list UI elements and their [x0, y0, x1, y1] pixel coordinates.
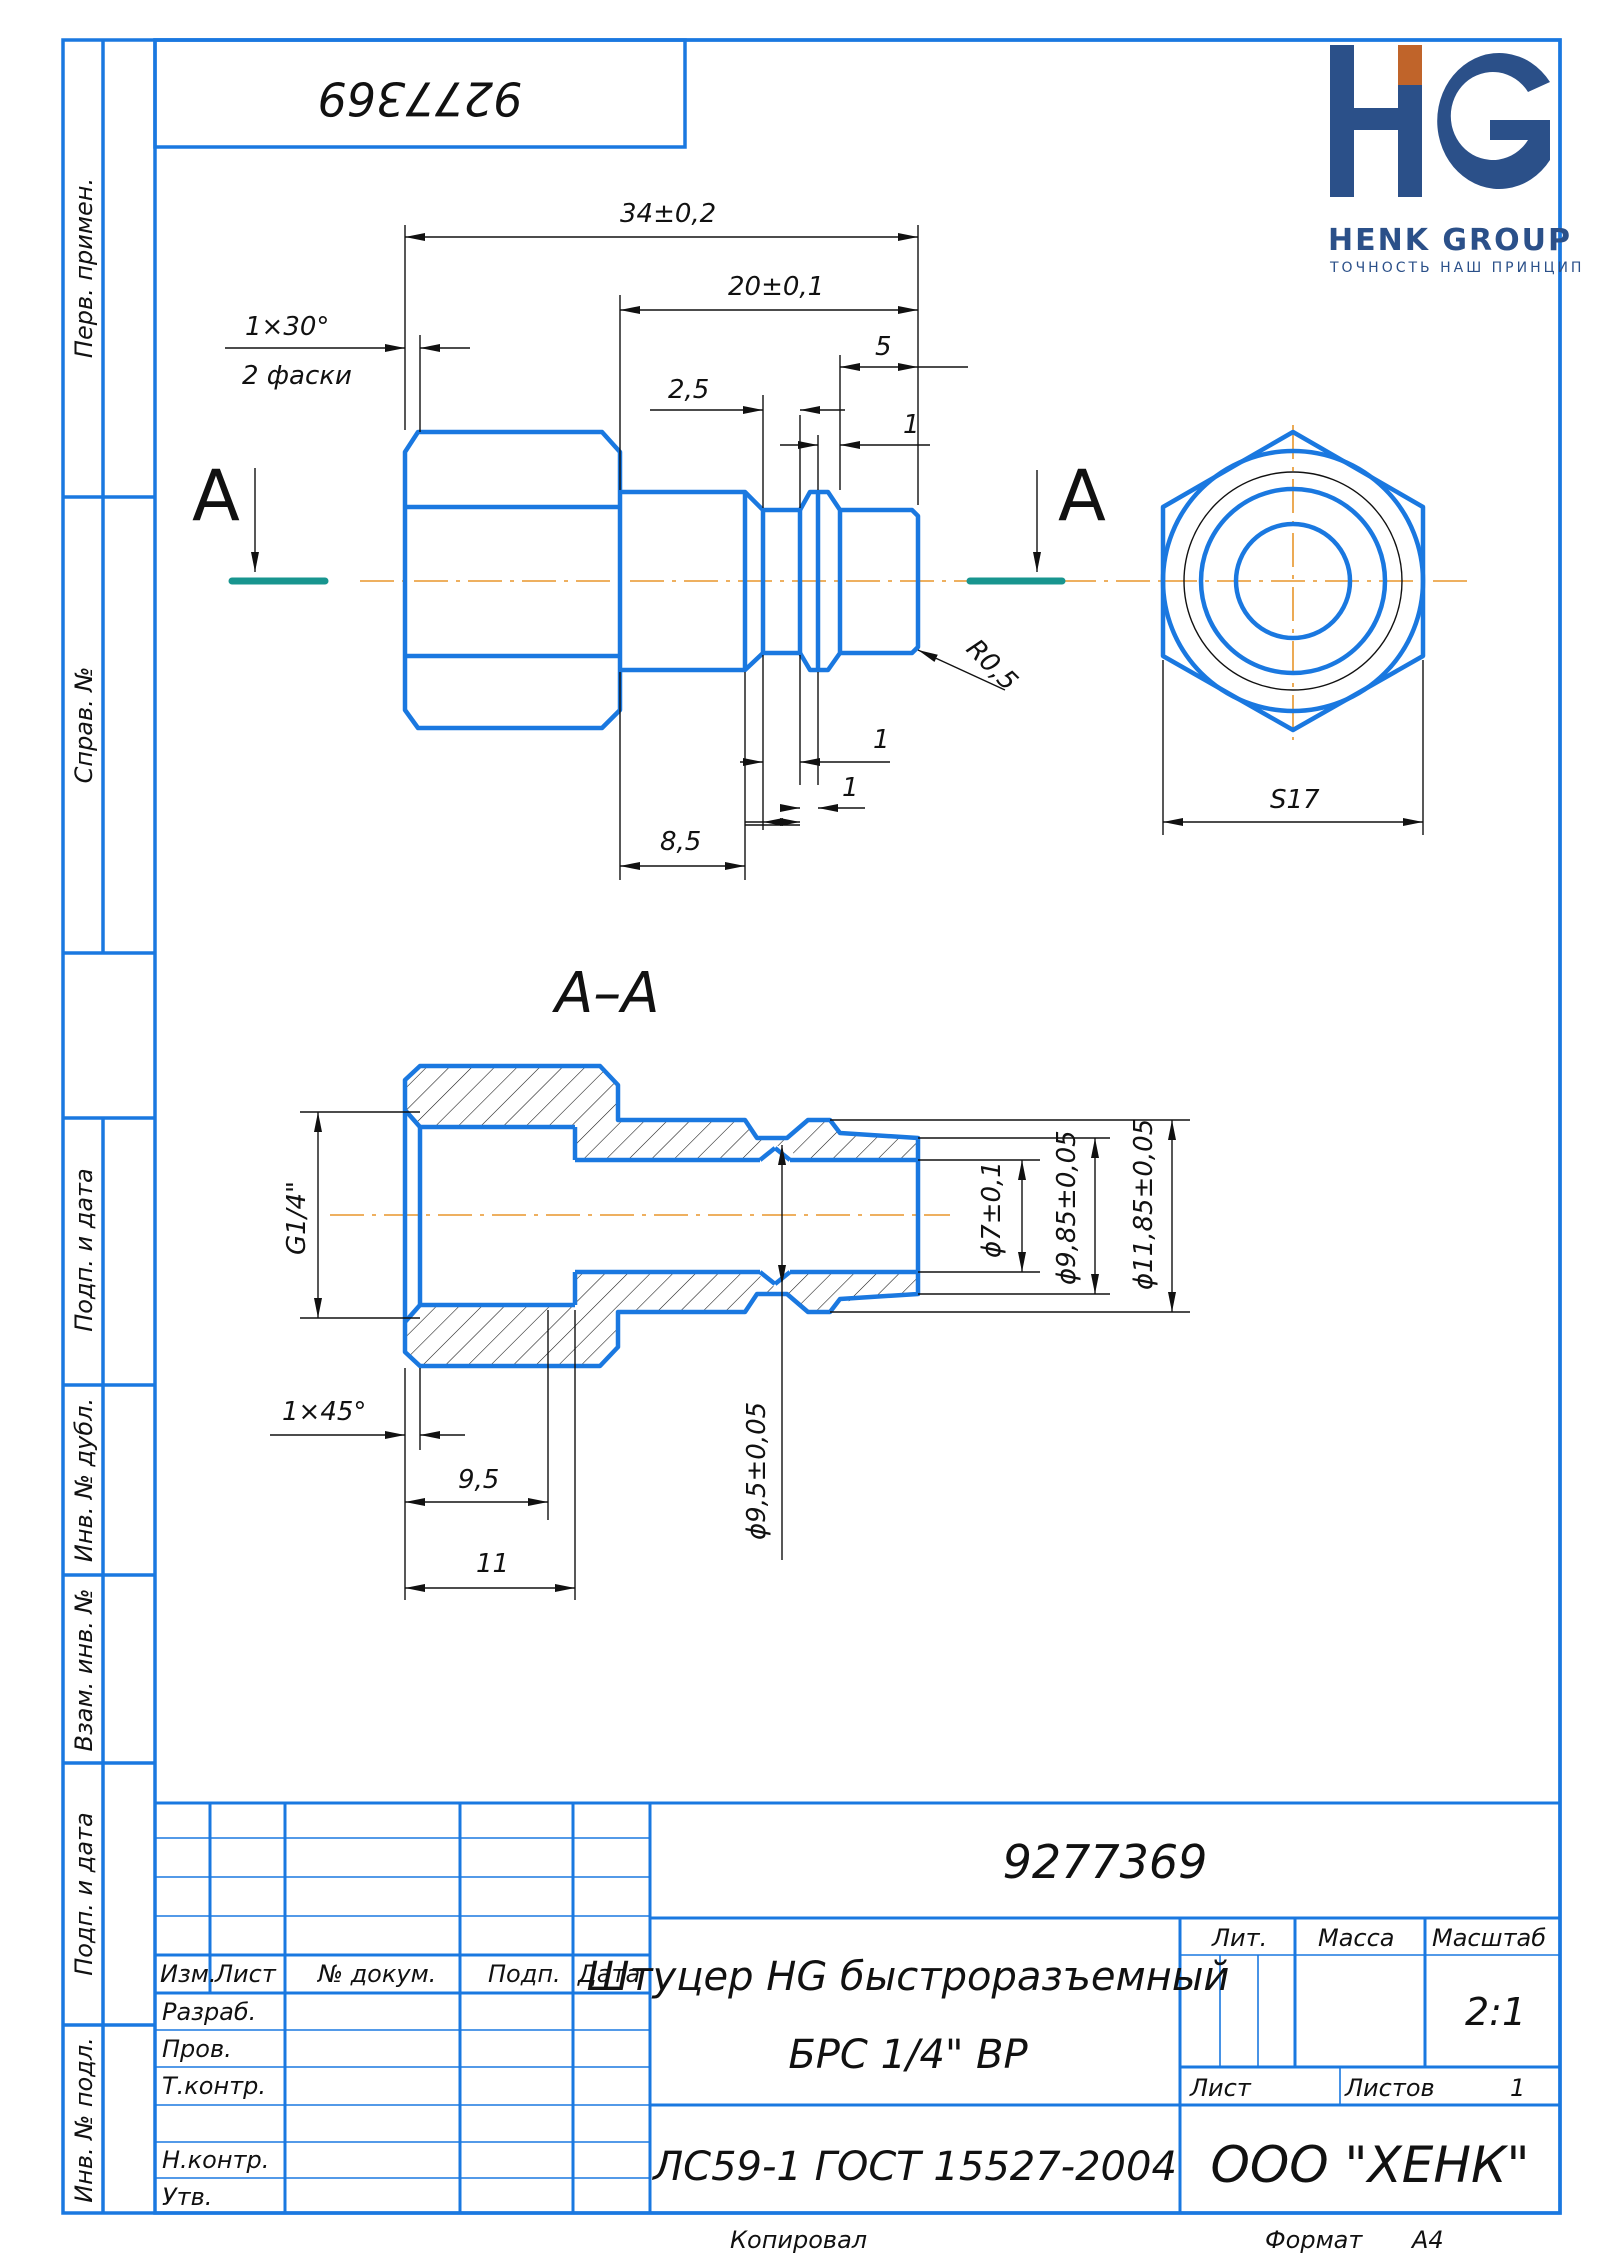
- cut-label-right: A: [1058, 455, 1106, 537]
- header-doc: № докум.: [316, 1960, 436, 1988]
- front-view: A A: [192, 429, 1170, 731]
- dim-dia-95: ϕ9,5±0,05: [742, 1402, 772, 1540]
- dim-length-95: 9,5: [458, 1465, 499, 1495]
- side-label-perv-primen: Перв. примен.: [70, 178, 98, 358]
- front-view-dimensions: 34±0,2 20±0,1 5 2,5 1 1 1 8,5 1×30°: [225, 199, 1023, 880]
- dim-thread: G1/4": [282, 1181, 312, 1255]
- dim-length-11: 11: [476, 1549, 509, 1579]
- role-utv: Утв.: [162, 2183, 212, 2211]
- role-tkontr: Т.контр.: [162, 2072, 266, 2100]
- section-dimensions: G1/4" ϕ7±0,1 ϕ9,85±0,05 ϕ11,85±0,05 ϕ9,5…: [270, 1111, 1190, 1600]
- header-izm: Изм.: [160, 1960, 216, 1988]
- drawing-frame: [61, 38, 1562, 2215]
- role-prov: Пров.: [162, 2035, 232, 2063]
- label-sheets: Листов: [1344, 2074, 1435, 2102]
- dim-total-length: 34±0,2: [620, 199, 716, 229]
- label-format: Формат: [1265, 2226, 1363, 2254]
- label-lit: Лит.: [1211, 1924, 1267, 1952]
- dim-length-1-top: 1: [903, 410, 920, 440]
- top-number-box: 9277369: [153, 38, 687, 149]
- side-label-podp-data-2: Подп. и дата: [70, 1812, 98, 1976]
- value-sheets: 1: [1510, 2074, 1525, 2102]
- dim-dia-1185: ϕ11,85±0,05: [1129, 1119, 1159, 1290]
- value-format: A4: [1410, 2226, 1444, 2254]
- dim-bore: ϕ7±0,1: [977, 1161, 1007, 1258]
- dim-radius: R0,5: [960, 634, 1023, 697]
- title-material: ЛС59-1 ГОСТ 15527-2004: [651, 2144, 1177, 2190]
- side-label-sprav: Справ. №: [70, 667, 98, 784]
- label-scale: Масштаб: [1432, 1924, 1546, 1952]
- role-razrab: Разраб.: [162, 1998, 256, 2026]
- value-scale: 2:1: [1465, 1990, 1526, 2034]
- title-company: ООО "ХЕНК": [1211, 2136, 1530, 2194]
- title-name-line1: Штуцер HG быстроразъемный: [587, 1954, 1230, 2000]
- title-block: Изм. Лист № докум. Подп. Дата Разраб. Пр…: [155, 1801, 1560, 2254]
- title-name-line2: БРС 1/4" ВР: [788, 2032, 1028, 2078]
- cut-label-left: A: [192, 455, 240, 537]
- logo-tagline: ТОЧНОСТЬ НАШ ПРИНЦИП: [1329, 260, 1584, 276]
- dim-length-25: 2,5: [668, 375, 709, 405]
- side-label-inv-dubl: Инв. № дубл.: [70, 1398, 98, 1562]
- header-list: Лист: [214, 1960, 277, 1988]
- henk-group-logo: HENK GROUP ТОЧНОСТЬ НАШ ПРИНЦИП: [1328, 45, 1584, 276]
- hex-end-view: S17: [1160, 425, 1470, 835]
- side-labels: Перв. примен. Справ. № Подп. и дата Инв.…: [70, 178, 98, 2203]
- header-date: Дата: [577, 1960, 640, 1988]
- dim-length-1-a: 1: [873, 725, 890, 755]
- dim-chamfer: 1×30°: [245, 312, 329, 342]
- dim-chamfer-note: 2 фаски: [242, 361, 352, 391]
- dim-length-5: 5: [875, 332, 892, 362]
- section-view: A–A: [330, 961, 950, 1369]
- label-mass: Масса: [1318, 1924, 1395, 1952]
- logo-company-name: HENK GROUP: [1328, 223, 1572, 258]
- label-sheet: Лист: [1189, 2074, 1252, 2102]
- dim-hex-size: S17: [1270, 785, 1320, 815]
- side-label-inv-podl: Инв. № подл.: [70, 2037, 98, 2203]
- side-label-podp-data-1: Подп. и дата: [70, 1168, 98, 1332]
- dim-dia-985: ϕ9,85±0,05: [1052, 1130, 1082, 1285]
- header-sign: Подп.: [488, 1960, 561, 1988]
- title-doc-number: 9277369: [1003, 1835, 1208, 1889]
- dim-section-chamfer: 1×45°: [282, 1397, 366, 1427]
- dim-length-20: 20±0,1: [728, 272, 824, 302]
- top-drawing-number: 9277369: [318, 72, 523, 126]
- role-nkontr: Н.контр.: [162, 2146, 269, 2174]
- dim-length-85: 8,5: [660, 827, 701, 857]
- label-copied: Копировал: [730, 2226, 867, 2254]
- side-label-vzam-inv: Взам. инв. №: [70, 1589, 98, 1752]
- dim-length-1-b: 1: [842, 773, 859, 803]
- section-title: A–A: [552, 961, 660, 1026]
